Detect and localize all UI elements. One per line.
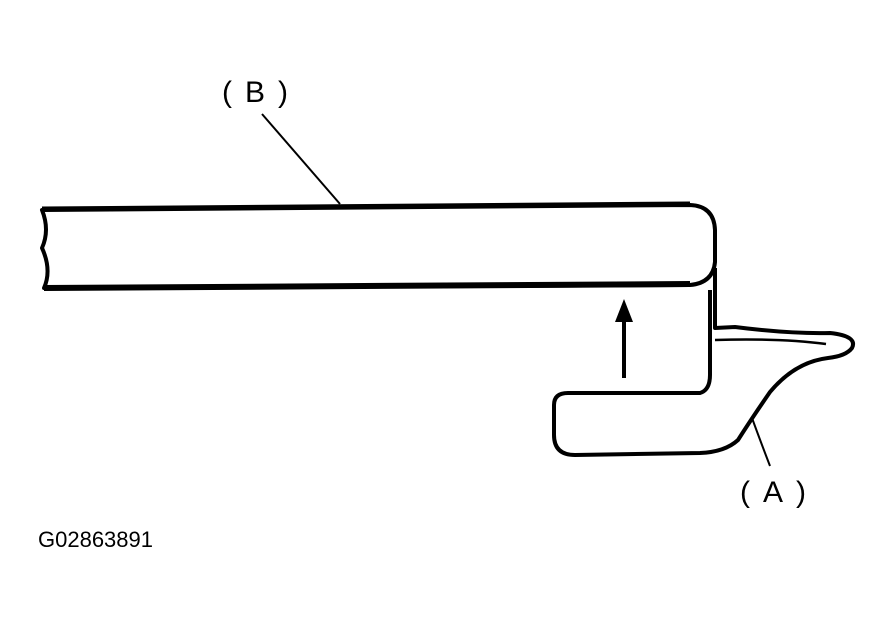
leader-line-a <box>751 417 771 467</box>
up-arrow <box>615 299 633 378</box>
part-a-bracket <box>552 268 855 457</box>
callout-label-a: (A) <box>740 476 806 509</box>
part-a-lip-line <box>714 338 827 346</box>
leader-line-b <box>261 113 341 205</box>
part-b-top-edge <box>41 201 691 212</box>
figure-id-label: G02863891 <box>38 527 153 552</box>
part-b-bar <box>40 203 717 290</box>
callout-label-b: (B) <box>222 76 288 109</box>
part-b-bottom-edge <box>43 281 691 291</box>
